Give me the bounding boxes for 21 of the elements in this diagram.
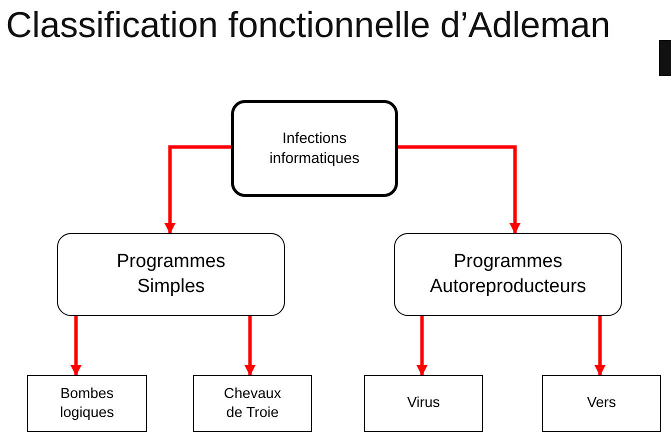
node-label: Programmes Simples [116, 250, 226, 298]
node-label: Virus [407, 394, 440, 413]
process-box [27, 375, 147, 432]
process-box [193, 375, 312, 432]
process-box [231, 100, 398, 197]
node-label: Infections informatiques [268, 129, 361, 168]
node-label: Chevaux de Troie [222, 384, 282, 422]
process-box [57, 233, 285, 316]
node-label: Programmes Autoreproducteurs [428, 250, 588, 298]
process-box [394, 233, 622, 316]
arrow [594, 316, 606, 376]
arrow [398, 145, 521, 234]
arrow [244, 316, 256, 376]
arrow [70, 316, 82, 376]
title: Classification fonctionnelle d’Adleman [6, 4, 610, 46]
arrow [164, 145, 231, 234]
arrow [416, 316, 428, 376]
node-label: Bombes logiques [58, 384, 115, 422]
node-label: Vers [586, 394, 616, 413]
process-box [542, 375, 661, 432]
process-box [364, 375, 483, 432]
